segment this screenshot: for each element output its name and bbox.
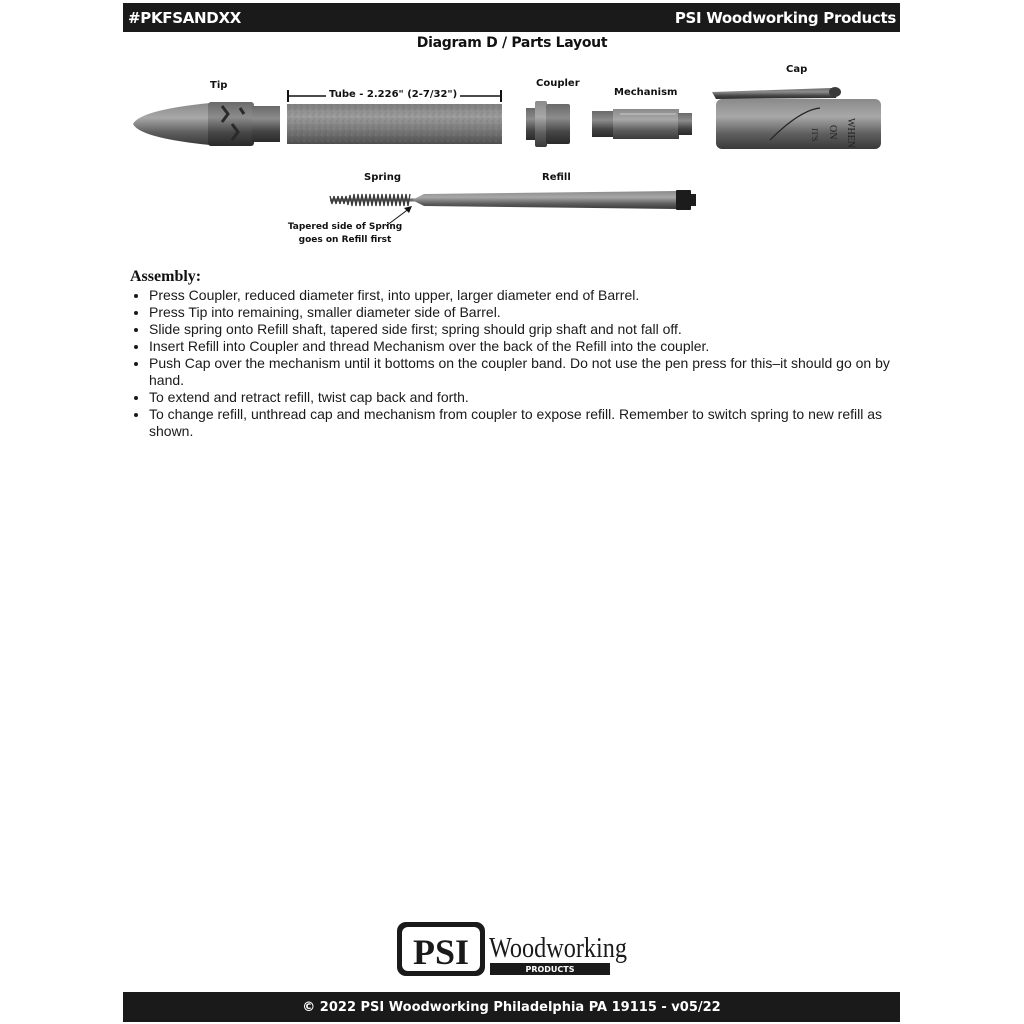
label-cap: Cap <box>786 64 808 75</box>
tube-part <box>287 104 502 144</box>
footer-copyright: © 2022 PSI Woodworking Philadelphia PA 1… <box>302 999 721 1015</box>
footer-bar: © 2022 PSI Woodworking Philadelphia PA 1… <box>123 992 900 1022</box>
assembly-heading: Assembly: <box>130 268 202 285</box>
label-tube: Tube - 2.226" (2-7/32") <box>326 89 461 100</box>
spring-note: Tapered side of Spring goes on Refill fi… <box>285 221 405 247</box>
logo-word: Woodworking <box>489 932 627 964</box>
logo-sub-band <box>490 963 610 975</box>
psi-logo: PSI Woodworking PRODUCTS <box>397 922 627 976</box>
mechanism-part <box>592 109 692 139</box>
assembly-step: To extend and retract refill, twist cap … <box>149 389 900 406</box>
label-mechanism: Mechanism <box>614 87 678 98</box>
header-bar: #PKFSANDXX PSI Woodworking Products <box>123 3 900 32</box>
assembly-step: Slide spring onto Refill shaft, tapered … <box>149 321 900 338</box>
assembly-section: Assembly: Press Coupler, reduced diamete… <box>130 268 900 440</box>
label-refill: Refill <box>542 172 571 183</box>
coupler-part <box>526 101 570 147</box>
assembly-step: Press Coupler, reduced diameter first, i… <box>149 287 900 304</box>
sku-label: #PKFSANDXX <box>128 8 241 27</box>
cap-engraving-3: IT'S <box>810 128 819 141</box>
label-coupler: Coupler <box>536 78 580 89</box>
logo-sub: PRODUCTS <box>525 965 574 974</box>
spring-part <box>329 193 411 207</box>
spring-note-arrow <box>385 206 412 227</box>
diagram-title: Diagram D / Parts Layout <box>416 35 608 51</box>
tip-part <box>133 102 280 146</box>
assembly-step: To change refill, unthread cap and mecha… <box>149 406 900 440</box>
logo-badge-inner <box>402 927 480 971</box>
cap-part: WHEN ON IT'S <box>712 87 881 149</box>
logo-mark: PSI <box>413 932 469 972</box>
assembly-step: Press Tip into remaining, smaller diamet… <box>149 304 900 321</box>
assembly-step: Push Cap over the mechanism until it bot… <box>149 355 900 389</box>
brand-label: PSI Woodworking Products <box>674 8 896 27</box>
assembly-list: Press Coupler, reduced diameter first, i… <box>130 287 900 440</box>
label-tip: Tip <box>210 80 228 91</box>
parts-diagram: WHEN ON IT'S <box>133 87 881 227</box>
spring-note-line-2: goes on Refill first <box>298 235 392 245</box>
spring-note-line-1: Tapered side of Spring <box>287 222 403 232</box>
label-spring: Spring <box>364 172 401 183</box>
assembly-step: Insert Refill into Coupler and thread Me… <box>149 338 900 355</box>
refill-part <box>330 190 696 210</box>
cap-engraving-1: WHEN <box>845 118 856 148</box>
cap-engraving-2: ON <box>827 125 838 139</box>
